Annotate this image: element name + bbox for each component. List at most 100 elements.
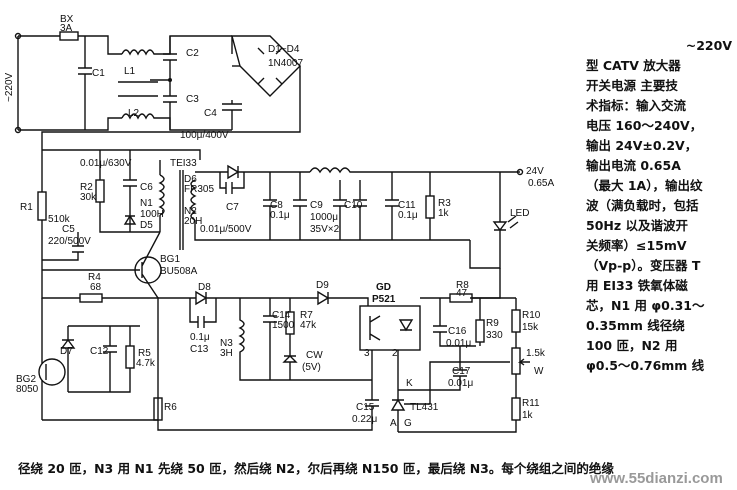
label-tl431: TL431 bbox=[410, 402, 439, 413]
label-k: K bbox=[406, 378, 413, 389]
primary-section bbox=[37, 149, 201, 421]
label-gd: GD bbox=[376, 282, 391, 293]
label-c8-val: 0.1μ bbox=[270, 210, 290, 221]
led bbox=[492, 172, 508, 248]
label-r2: R2 bbox=[80, 182, 93, 193]
resistor-r10 bbox=[511, 309, 521, 333]
winding-n2 bbox=[190, 179, 197, 221]
label-bx: BX bbox=[60, 14, 74, 25]
spec-line: 芯，N1 用 φ0.31～ bbox=[586, 298, 705, 313]
label-d6: D6 bbox=[184, 174, 197, 185]
label-ac-in: ~220V bbox=[4, 72, 15, 102]
label-n1-val: 100H bbox=[140, 209, 164, 220]
label-r4-val: 68 bbox=[90, 282, 102, 293]
secondary-section bbox=[190, 164, 524, 299]
label-r1-val: 510k bbox=[48, 214, 71, 225]
bridge-rectifier bbox=[231, 35, 301, 97]
label-bg1: BG1 bbox=[160, 254, 180, 265]
label-r9-val: 330 bbox=[486, 330, 503, 341]
label-cw: CW bbox=[306, 350, 323, 361]
resistor-r2 bbox=[95, 179, 105, 203]
label-led: LED bbox=[510, 208, 529, 219]
label-d8: D8 bbox=[198, 282, 211, 293]
inductor-l2 bbox=[121, 113, 232, 131]
label-c2: C2 bbox=[186, 48, 199, 59]
label-c13: C13 bbox=[190, 344, 209, 355]
label-c13-val: 0.1μ bbox=[190, 332, 210, 343]
optocoupler-gd bbox=[359, 305, 421, 351]
label-c6top: 0.01μ/630V bbox=[80, 158, 132, 169]
label-c16-val: 0.01μ bbox=[446, 338, 471, 349]
spec-line: 50Hz 以及谐波开 bbox=[586, 218, 688, 233]
label-n1: N1 bbox=[140, 198, 153, 209]
label-c4: C4 bbox=[204, 108, 217, 119]
spec-line: 100 匝，N2 用 bbox=[586, 338, 678, 353]
label-bg2-val: 8050 bbox=[16, 384, 39, 395]
label-r1-val2: 220/500V bbox=[48, 236, 91, 247]
label-n2: N2 bbox=[184, 206, 197, 217]
label-c11: C11 bbox=[398, 200, 416, 211]
label-c9: C9 bbox=[310, 200, 323, 211]
label-gd-val: P521 bbox=[372, 294, 396, 305]
label-c3: C3 bbox=[186, 94, 199, 105]
label-r10: R10 bbox=[522, 310, 541, 321]
label-g: G bbox=[404, 418, 412, 429]
label-d6-val: FR305 bbox=[184, 184, 214, 195]
label-r11-val: 1k bbox=[522, 410, 534, 421]
label-d1d4-val: 1N4007 bbox=[268, 58, 303, 69]
label-r3-val: 1k bbox=[438, 208, 450, 219]
label-r6: R6 bbox=[164, 402, 177, 413]
spec-line: （Vp-p）。变压器 T bbox=[586, 258, 701, 273]
label-r5-val: 4.7k bbox=[136, 358, 156, 369]
label-r11: R11 bbox=[522, 398, 540, 409]
inductor-output bbox=[309, 167, 520, 174]
resistor-r11 bbox=[511, 397, 521, 421]
spec-line: ~220V bbox=[685, 38, 732, 53]
label-d1d4: D1~D4 bbox=[268, 44, 300, 55]
label-c1: C1 bbox=[92, 68, 105, 79]
winding-caption: 径绕 20 匝，N3 用 N1 先绕 50 匝，然后绕 N2，尔后再绕 N150… bbox=[18, 461, 614, 476]
label-r7: R7 bbox=[300, 310, 313, 321]
spec-description: ~220V 型 CATV 放大器开关电源 主要技术指标：输入交流电压 160～24… bbox=[586, 36, 732, 376]
spec-line: 0.35mm 线径绕 bbox=[586, 318, 685, 333]
spec-line: 输出 24V±0.2V， bbox=[586, 138, 698, 153]
label-out-v: 24V bbox=[526, 166, 544, 177]
spec-line: 术指标：输入交流 bbox=[586, 98, 687, 113]
label-bx-val: 3A bbox=[60, 23, 73, 34]
label-l2: L2 bbox=[128, 108, 140, 119]
label-r8-val: 47 bbox=[456, 288, 468, 299]
label-c6: C6 bbox=[140, 182, 153, 193]
label-c5-val: 0.01μ/500V bbox=[200, 224, 252, 235]
label-l1: L1 bbox=[124, 66, 136, 77]
spec-line: φ0.5～0.76mm 线 bbox=[586, 358, 705, 373]
input-section bbox=[14, 31, 301, 150]
label-w: W bbox=[534, 366, 544, 377]
label-d7: D7 bbox=[60, 346, 73, 357]
inductor-l1 bbox=[121, 35, 232, 56]
label-w-val: 1.5k bbox=[526, 348, 546, 359]
label-out-a: 0.65A bbox=[528, 178, 554, 189]
spec-line: 型 CATV 放大器 bbox=[586, 58, 681, 73]
label-c12: C12 bbox=[90, 346, 109, 357]
label-bg2: BG2 bbox=[16, 374, 36, 385]
label-c11-val: 0.1μ bbox=[398, 210, 418, 221]
site-watermark: www.55dianzi.com bbox=[590, 470, 723, 487]
label-c9-val2: 35V×2 bbox=[310, 224, 340, 235]
label-r3: R3 bbox=[438, 198, 451, 209]
label-d5: D5 bbox=[140, 220, 153, 231]
label-t: TEI33 bbox=[170, 158, 197, 169]
label-cw-val: (5V) bbox=[302, 362, 321, 373]
label-c16: C16 bbox=[448, 326, 467, 337]
label-n3: N3 bbox=[220, 338, 233, 349]
label-c4-val: 100μ/400V bbox=[180, 130, 229, 141]
transistor-bg2 bbox=[38, 358, 66, 386]
label-r2-val: 30k bbox=[80, 192, 97, 203]
label-r10-val: 15k bbox=[522, 322, 539, 333]
spec-line: 电压 160～240V， bbox=[586, 118, 703, 133]
spec-line: 开关电源 主要技 bbox=[586, 78, 678, 93]
winding-n1 bbox=[158, 174, 165, 216]
label-c17-val: 0.01μ bbox=[448, 378, 473, 389]
label-n3-val: 3H bbox=[220, 348, 233, 359]
resistor-r3 bbox=[425, 195, 435, 219]
